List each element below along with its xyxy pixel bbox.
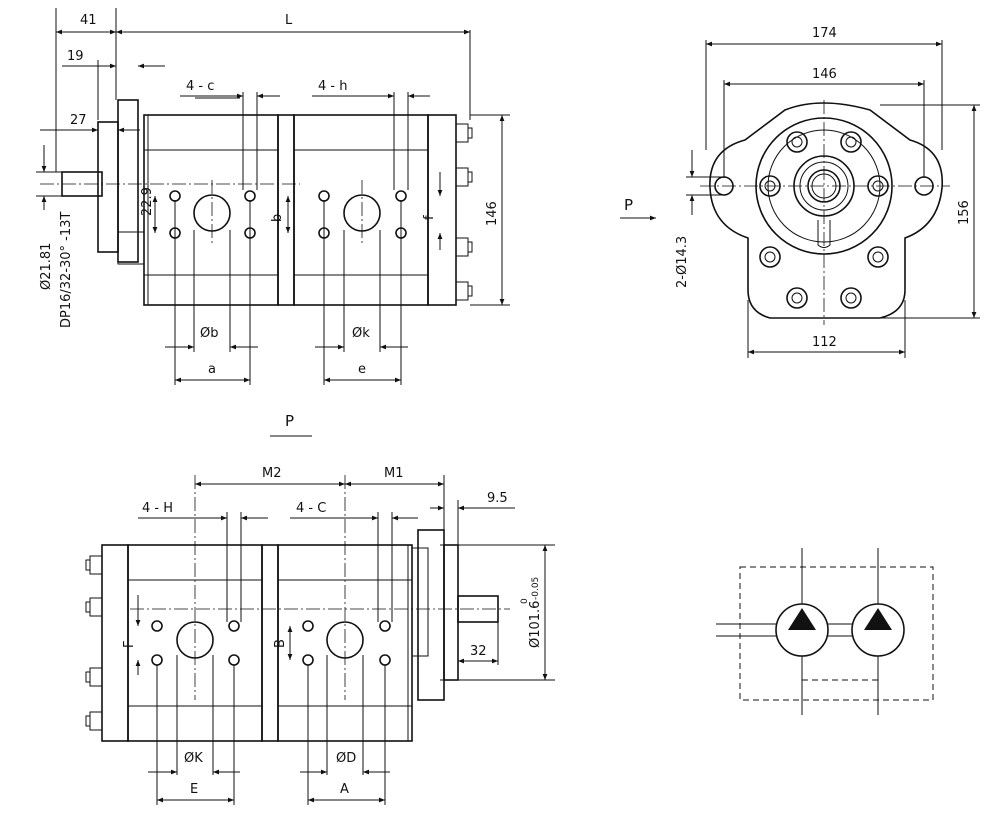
- view-label-P: P: [624, 196, 633, 214]
- drive-shaft-bottom: [457, 595, 499, 623]
- dim-M1: M1: [384, 466, 404, 481]
- end-flange-outline: [709, 102, 943, 319]
- dim-phi-K: ØK: [184, 751, 203, 766]
- symbol-frame: [739, 566, 934, 701]
- dim-22-9: 22.9: [140, 187, 155, 216]
- view-title-P: P: [285, 412, 294, 430]
- dim-F: F: [122, 641, 137, 648]
- hydraulic-symbol: [716, 548, 934, 715]
- dim-phi-D: ØD: [336, 751, 356, 766]
- dim-146-end: 146: [812, 67, 837, 82]
- dim-174: 174: [812, 26, 837, 41]
- dim-a: a: [208, 362, 216, 377]
- side-view: 41 L 19 27 4 - c 4 - h 22.9 b f 146 Øb Ø…: [36, 8, 510, 385]
- tol-lower: -0.05: [531, 577, 541, 600]
- tol-upper: 0: [520, 598, 530, 604]
- dim-phi-k: Øk: [352, 326, 370, 341]
- dim-32: 32: [470, 644, 487, 659]
- dim-holes: 2-Ø14.3: [675, 236, 690, 288]
- dim-L: L: [285, 13, 293, 28]
- dim-146: 146: [485, 201, 500, 226]
- dim-e: e: [358, 362, 366, 377]
- dim-phi-21-81: Ø21.81: [39, 243, 54, 290]
- bolt-heads: [759, 131, 889, 309]
- dim-112: 112: [812, 335, 837, 350]
- dim-f: f: [422, 215, 437, 220]
- mount-flange: [117, 99, 139, 263]
- dim-b: b: [270, 214, 285, 222]
- dim-4C: 4 - C: [296, 501, 326, 516]
- dim-41: 41: [80, 13, 97, 28]
- rear-cover: [427, 114, 457, 306]
- end-view: P 174 146 156 112 2-Ø14.3: [620, 26, 980, 358]
- dim-4h: 4 - h: [318, 79, 347, 94]
- dim-156: 156: [957, 200, 972, 225]
- bottom-view: M2 M1 9.5 4 - H 4 - C F B Ø101.6 0 -0.05…: [85, 466, 555, 805]
- dim-phi-b: Øb: [200, 326, 218, 341]
- dim-19: 19: [67, 49, 84, 64]
- dim-M2: M2: [262, 466, 282, 481]
- dim-phi-101-6: Ø101.6: [528, 601, 543, 648]
- dim-B: B: [273, 639, 288, 648]
- dim-9-5: 9.5: [487, 491, 508, 506]
- spline-spec: DP16/32-30° -13T: [59, 212, 74, 328]
- dim-E: E: [190, 782, 198, 797]
- front-pump-body: [143, 114, 279, 306]
- dim-4c: 4 - c: [186, 79, 214, 94]
- dim-27: 27: [70, 113, 87, 128]
- dim-A: A: [340, 782, 349, 797]
- dim-4H: 4 - H: [142, 501, 173, 516]
